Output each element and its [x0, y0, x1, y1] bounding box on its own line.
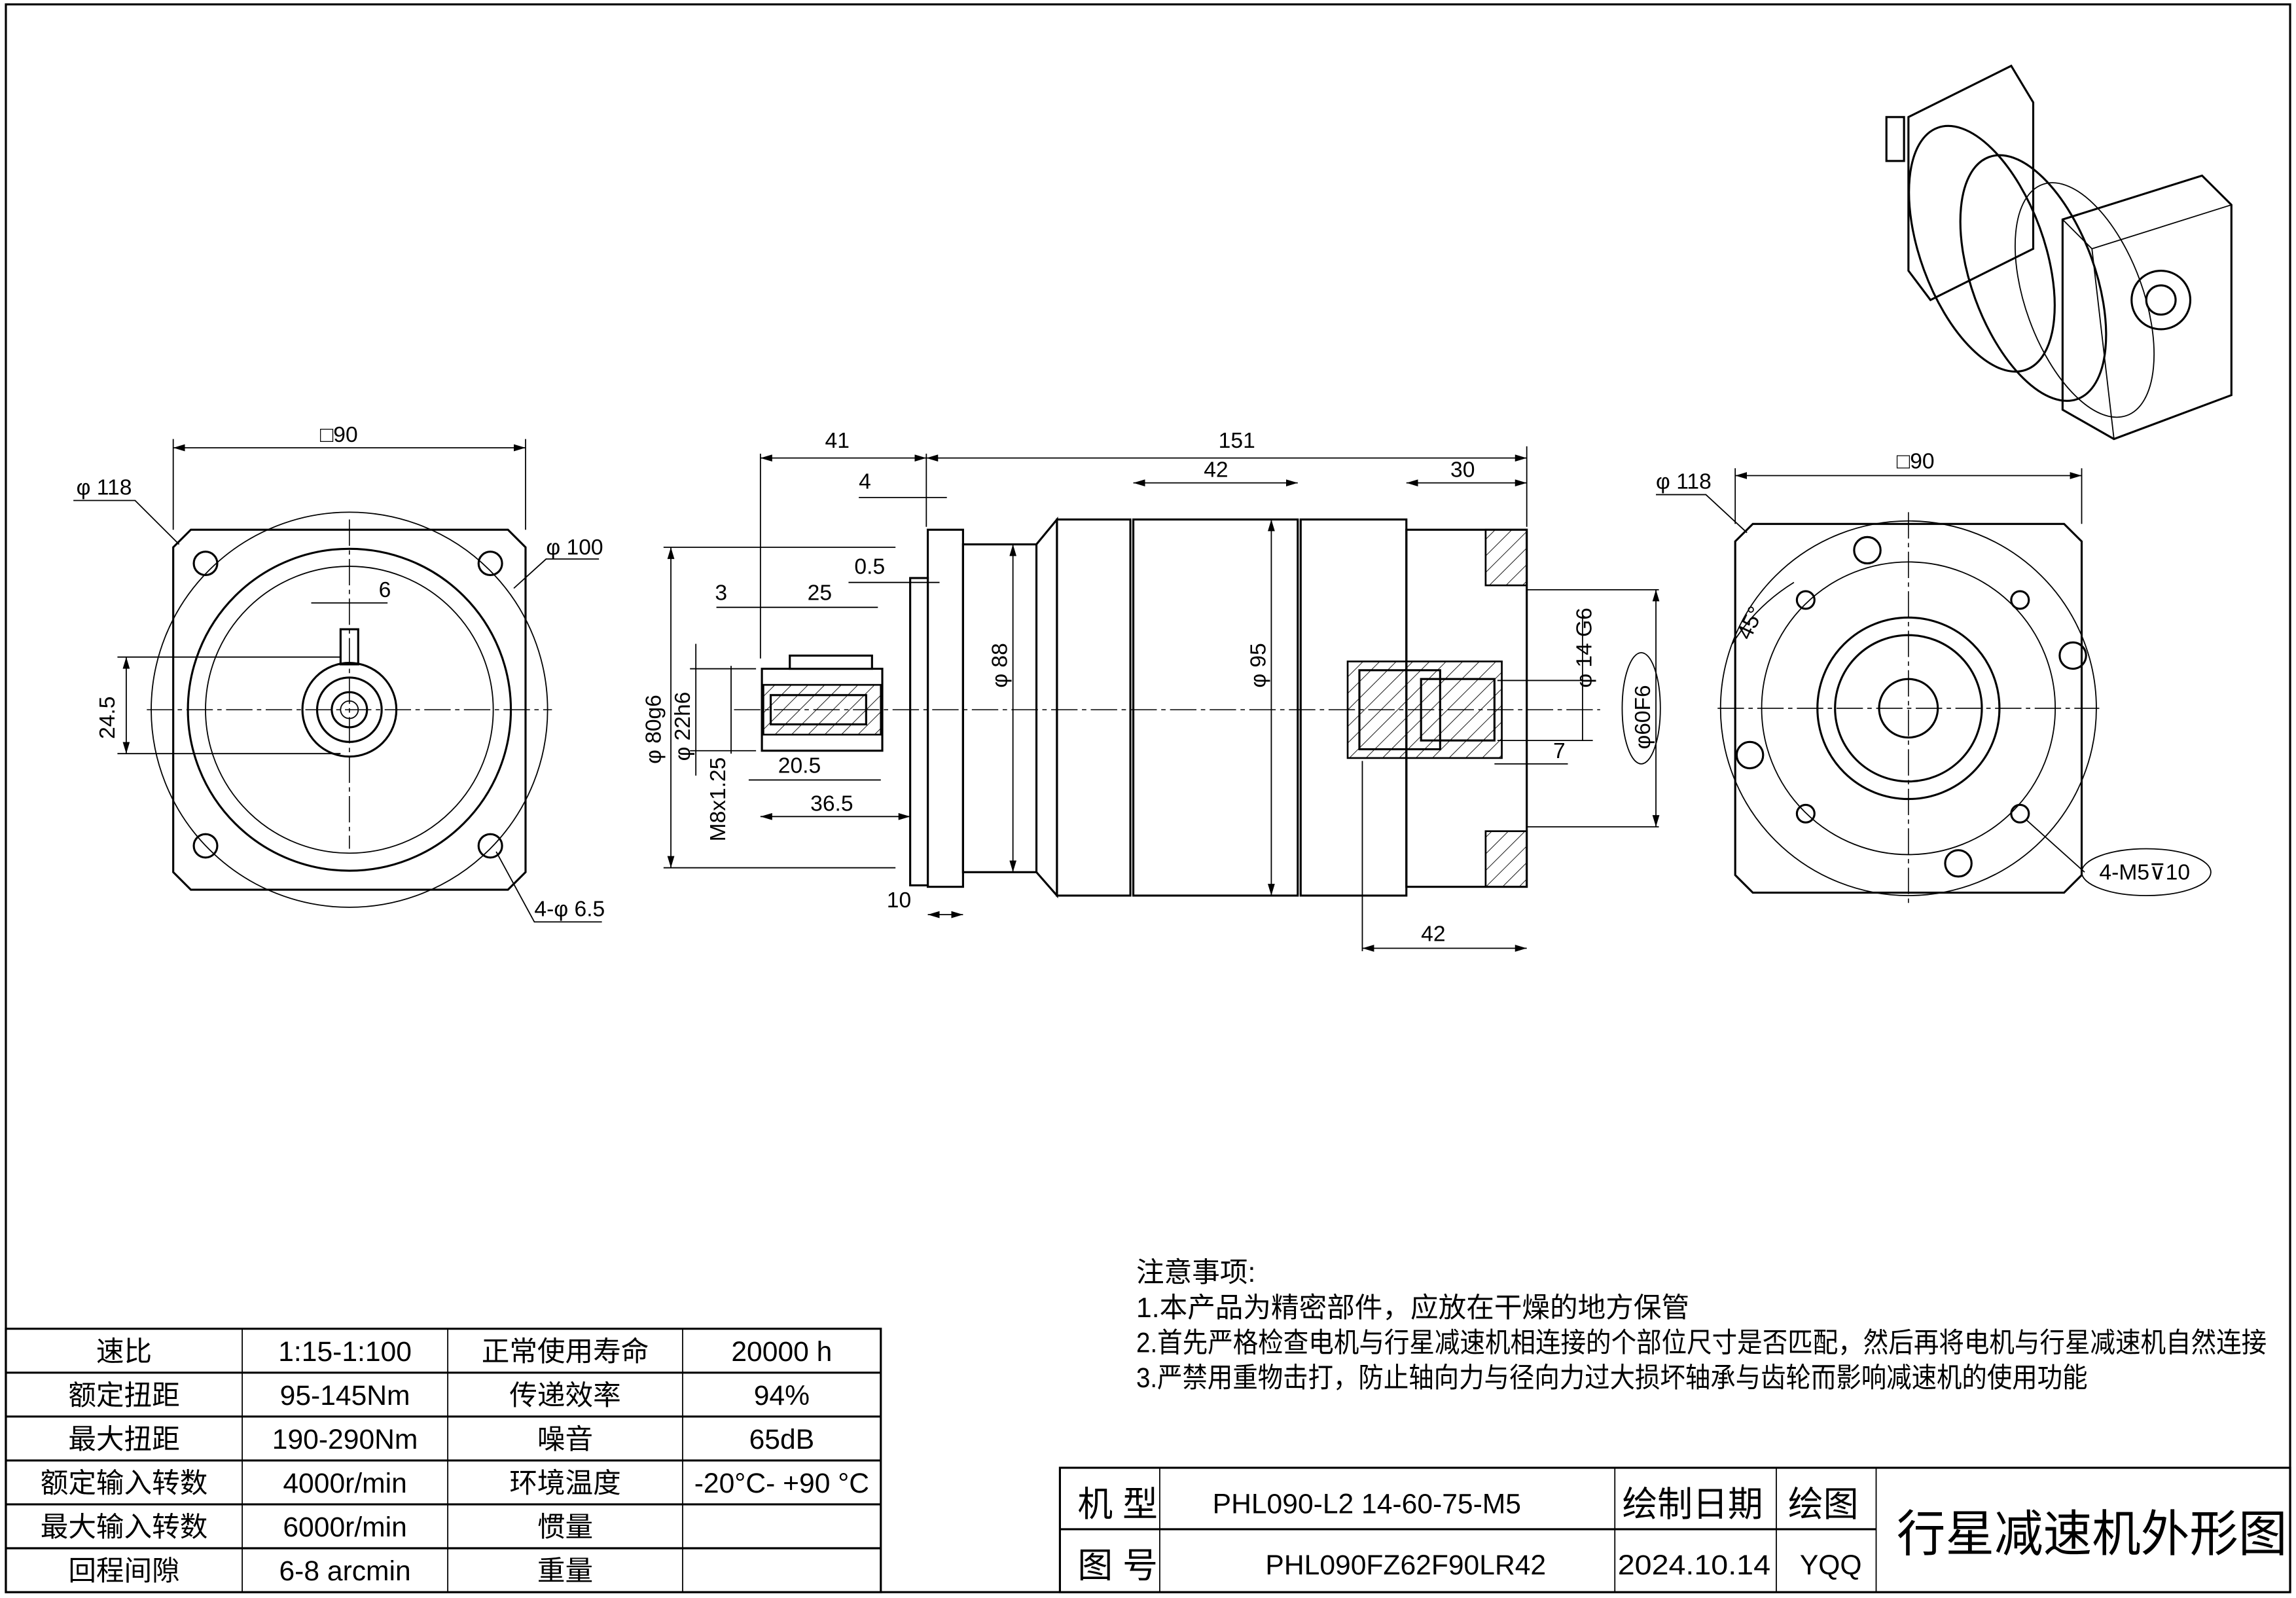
date-value: 2024.10.14 — [1618, 1550, 1770, 1581]
dim-41: 41 — [825, 429, 850, 453]
dim-0-5: 0.5 — [854, 554, 885, 579]
dim-front-key-height: 24.5 — [96, 697, 120, 739]
drawing-title: 行星减速机外形图 — [1897, 1507, 2287, 1563]
table-cell: 传递效率 — [509, 1380, 620, 1411]
dim-rear-angle: 45° — [1732, 603, 1768, 644]
table-cell: 最大输入转数 — [41, 1512, 208, 1543]
dim-dia60: φ60F6 — [1631, 685, 1655, 749]
dim-10: 10 — [887, 888, 911, 913]
drawer-label: 绘图 — [1788, 1485, 1859, 1524]
table-cell: 1:15-1:100 — [278, 1336, 412, 1368]
model-value: PHL090-L2 14-60-75-M5 — [1213, 1488, 1521, 1519]
dim-151: 151 — [1219, 429, 1255, 453]
dim-42-bottom: 42 — [1421, 922, 1445, 946]
note-item: 2.首先严格检查电机与行星减速机相连接的个部位尺寸是否匹配，然后再将电机与行星减… — [1136, 1328, 2267, 1359]
dim-7: 7 — [1553, 739, 1566, 763]
note-item: 1.本产品为精密部件，应放在干燥的地方保管 — [1136, 1292, 1689, 1324]
rear-view: □90 φ 118 45° 4-M5⊽10 — [1656, 449, 2212, 907]
table-cell: 94% — [754, 1380, 810, 1411]
front-view: □90 φ 118 φ 100 6 24.5 4-φ 6.5 — [73, 423, 605, 923]
dim-dia80: φ 80g6 — [641, 695, 666, 764]
dim-dia95: φ 95 — [1246, 643, 1270, 687]
dim-dia22: φ 22h6 — [671, 692, 695, 761]
side-view: 41 151 4 42 30 0.5 3 25 20.5 36.5 10 42 … — [641, 429, 1661, 952]
table-cell: 6000r/min — [283, 1512, 406, 1543]
table-cell: 最大扭距 — [68, 1424, 179, 1455]
notes-title: 注意事项: — [1136, 1257, 1255, 1288]
table-cell: 噪音 — [537, 1424, 593, 1455]
table-cell: 4000r/min — [283, 1468, 406, 1499]
table-cell: 惯量 — [537, 1512, 593, 1543]
drawing-no-value: PHL090FZ62F90LR42 — [1265, 1550, 1546, 1581]
dim-front-holes: 4-φ 6.5 — [534, 897, 605, 921]
table-cell: 正常使用寿命 — [482, 1336, 649, 1368]
spec-table: 速比 1:15-1:100 正常使用寿命 20000 h 额定扭距 95-145Nm 传递效… — [5, 1328, 882, 1593]
table-cell: 回程间隙 — [68, 1555, 179, 1587]
isometric-view — [1885, 64, 2233, 441]
table-cell: 95-145Nm — [280, 1380, 410, 1411]
table-cell: 重量 — [537, 1555, 593, 1587]
table-cell: 速比 — [96, 1336, 152, 1368]
dim-rear-dia118: φ 118 — [1656, 470, 1712, 494]
notes: 注意事项: 1.本产品为精密部件，应放在干燥的地方保管 2.首先严格检查电机与行… — [1136, 1257, 2267, 1394]
table-cell: 额定扭距 — [68, 1380, 179, 1411]
date-label: 绘制日期 — [1622, 1485, 1763, 1524]
dim-dia88: φ 88 — [988, 643, 1013, 687]
dim-42-top: 42 — [1204, 458, 1228, 482]
dim-20-5: 20.5 — [778, 754, 821, 778]
table-cell: 环境温度 — [509, 1468, 620, 1499]
table-cell: 65dB — [749, 1424, 815, 1455]
drawing-no-label: 图 号 — [1077, 1546, 1158, 1586]
table-cell: 20000 h — [731, 1336, 832, 1368]
dim-dia14: φ 14 G6 — [1572, 608, 1596, 687]
dim-4: 4 — [859, 470, 871, 494]
dim-front-dia118: φ 118 — [77, 476, 132, 500]
dim-25: 25 — [808, 581, 832, 606]
dim-rear-holes: 4-M5⊽10 — [2099, 860, 2190, 884]
dim-30: 30 — [1450, 458, 1475, 482]
dim-thread: M8x1.25 — [706, 757, 730, 842]
drawer-value: YQQ — [1800, 1550, 1862, 1581]
table-cell: 190-290Nm — [272, 1424, 418, 1455]
table-cell: -20°C- +90 °C — [694, 1468, 869, 1499]
dim-front-dia100: φ 100 — [546, 536, 603, 560]
dim-front-key-width: 6 — [379, 578, 391, 602]
table-cell: 6-8 arcmin — [279, 1555, 410, 1587]
dim-front-square: □90 — [320, 423, 358, 447]
dim-36-5: 36.5 — [810, 791, 853, 816]
dim-3: 3 — [715, 581, 727, 606]
model-label: 机 型 — [1077, 1485, 1158, 1524]
table-cell: 额定输入转数 — [41, 1468, 208, 1499]
dim-rear-square: □90 — [1897, 449, 1935, 473]
title-block: 机 型 PHL090-L2 14-60-75-M5 图 号 PHL090FZ62… — [1058, 1466, 2291, 1593]
note-item: 3.严禁用重物击打，防止轴向力与径向力过大损坏轴承与齿轮而影响减速机的使用功能 — [1136, 1362, 2087, 1394]
